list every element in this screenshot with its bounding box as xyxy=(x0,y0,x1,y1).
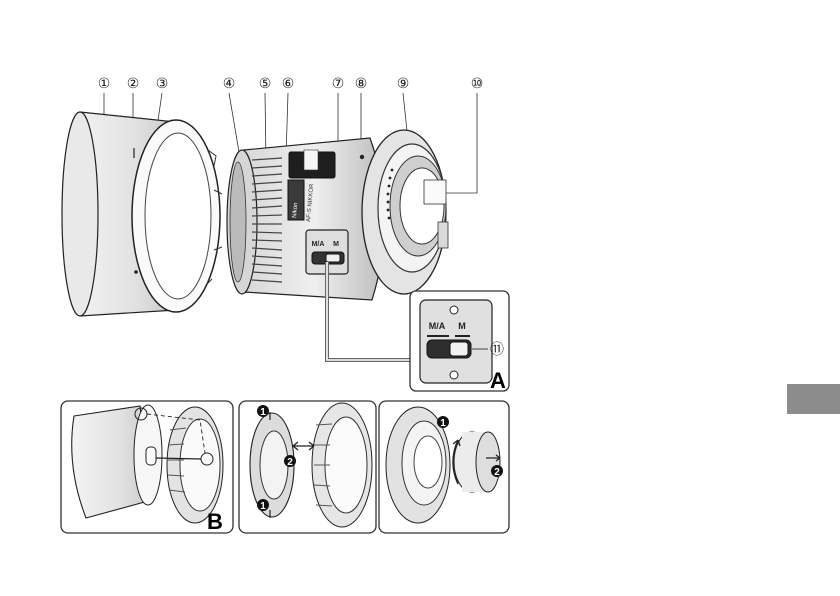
rear-cap-step-1: 1 xyxy=(440,418,446,429)
inset-a-letter: A xyxy=(490,368,506,393)
callout-1: ① xyxy=(98,76,111,92)
front-cap-step-2: 2 xyxy=(287,457,293,468)
callout-9: ⑨ xyxy=(397,76,410,92)
panel-front-cap: 1 1 2 xyxy=(239,401,376,533)
callout-10: ⑩ xyxy=(471,76,484,92)
callout-5: ⑤ xyxy=(259,76,272,92)
lens-mount xyxy=(362,130,448,294)
panel-b-letter: B xyxy=(207,509,223,534)
panel-b: B xyxy=(61,401,233,534)
inset-switch-label-m: M xyxy=(458,321,466,331)
inset-a: M/A M ⑪ A xyxy=(410,291,509,393)
mounting-index xyxy=(360,155,364,159)
rear-cap-step-2: 2 xyxy=(494,467,500,478)
lens-switch-label-m: M xyxy=(333,241,339,248)
callout-6: ⑥ xyxy=(282,76,295,92)
inset-switch-label-ma: M/A xyxy=(429,321,446,331)
callout-2: ② xyxy=(127,76,140,92)
front-cap-step-1-bottom: 1 xyxy=(260,501,266,512)
lens-switch-label-ma: M/A xyxy=(312,241,325,248)
panel-rear-cap: 1 2 xyxy=(379,401,509,533)
callout-3: ③ xyxy=(156,76,169,92)
callout-4: ④ xyxy=(223,76,236,92)
callout-7: ⑦ xyxy=(332,76,345,92)
inset-switch-knob xyxy=(450,342,468,356)
front-cap-step-1-top: 1 xyxy=(260,407,266,418)
side-tab xyxy=(787,384,840,414)
callout-row: ① ② ③ ④ ⑤ ⑥ ⑦ ⑧ ⑨ ⑩ xyxy=(98,76,484,92)
lens-hood xyxy=(62,112,222,316)
callout-11: ⑪ xyxy=(490,342,504,358)
callout-8: ⑧ xyxy=(355,76,368,92)
lens-body: Nikon AF-S NIKKOR M/A M xyxy=(227,138,385,300)
